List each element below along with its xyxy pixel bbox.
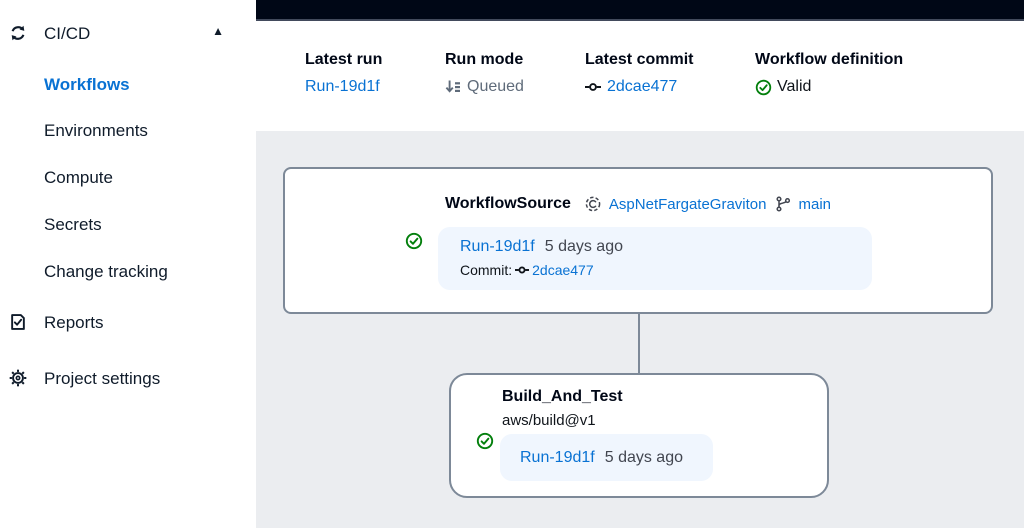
branch-link[interactable]: main xyxy=(798,195,832,213)
commit-label: Commit: xyxy=(460,262,513,278)
success-icon xyxy=(476,432,494,450)
stat-latest-run: Latest run Run-19d1f xyxy=(305,51,383,95)
action-run-link[interactable]: Run-19d1f xyxy=(520,448,595,466)
cycle-icon xyxy=(9,24,27,42)
branch-icon xyxy=(775,196,791,212)
sidebar-item-workflows[interactable]: Workflows xyxy=(44,75,130,94)
source-commit-link[interactable]: 2dcae477 xyxy=(532,262,594,278)
source-run-box: Run-19d1f 5 days ago Commit: xyxy=(438,227,872,290)
queue-icon xyxy=(445,79,461,95)
main-panel: Latest run Run-19d1f Run mode xyxy=(256,0,1024,528)
sidebar-item-compute[interactable]: Compute xyxy=(44,168,113,187)
source-run-time: 5 days ago xyxy=(544,238,623,255)
workflow-definition-value: Valid xyxy=(777,78,812,95)
source-run-link[interactable]: Run-19d1f xyxy=(460,238,535,255)
run-mode-value: Queued xyxy=(467,78,524,95)
action-run-time: 5 days ago xyxy=(604,448,683,466)
gear-icon xyxy=(9,369,27,387)
action-node-title: Build_And_Test xyxy=(502,388,623,405)
stat-run-mode: Run mode Queued xyxy=(445,51,524,95)
repository-icon xyxy=(585,196,601,212)
repository-link[interactable]: AspNetFargateGraviton xyxy=(608,195,767,213)
sidebar-item-change-tracking[interactable]: Change tracking xyxy=(44,262,168,281)
action-run-box: Run-19d1f 5 days ago xyxy=(500,434,713,481)
latest-commit-link[interactable]: 2dcae477 xyxy=(607,78,678,95)
source-node-title: WorkflowSource xyxy=(444,195,571,212)
workflow-graph-canvas: WorkflowSource AspNetFargateGraviton xyxy=(256,131,1024,528)
stat-latest-commit: Latest commit 2dcae477 xyxy=(585,51,694,95)
commit-icon xyxy=(585,79,601,95)
sidebar-item-environments[interactable]: Environments xyxy=(44,121,148,140)
success-icon xyxy=(755,79,772,96)
sidebar-item-secrets[interactable]: Secrets xyxy=(44,215,102,234)
sidebar-section-cicd[interactable]: CI/CD ▲ xyxy=(0,22,256,46)
sidebar-item-project-settings[interactable]: Project settings xyxy=(0,367,256,391)
workflow-summary-bar: Latest run Run-19d1f Run mode xyxy=(256,21,1024,131)
report-icon xyxy=(9,313,27,331)
top-dark-bar xyxy=(256,0,1024,21)
success-icon xyxy=(405,232,423,250)
sidebar-item-reports[interactable]: Reports xyxy=(0,311,256,335)
sidebar-section-label: CI/CD xyxy=(44,24,91,43)
action-node-action-id: aws/build@v1 xyxy=(502,412,596,429)
stat-workflow-definition: Workflow definition Valid xyxy=(755,51,904,96)
build-and-test-node[interactable]: Build_And_Test aws/build@v1 Run-19d1f 5 … xyxy=(449,373,829,498)
sidebar: CI/CD ▲ Workflows Environments Compute S… xyxy=(0,0,256,528)
node-connector-line xyxy=(638,314,640,373)
commit-icon xyxy=(515,263,530,277)
workflow-source-node[interactable]: WorkflowSource AspNetFargateGraviton xyxy=(283,167,993,314)
collapse-triangle-icon[interactable]: ▲ xyxy=(212,24,224,38)
latest-run-link[interactable]: Run-19d1f xyxy=(305,78,380,95)
